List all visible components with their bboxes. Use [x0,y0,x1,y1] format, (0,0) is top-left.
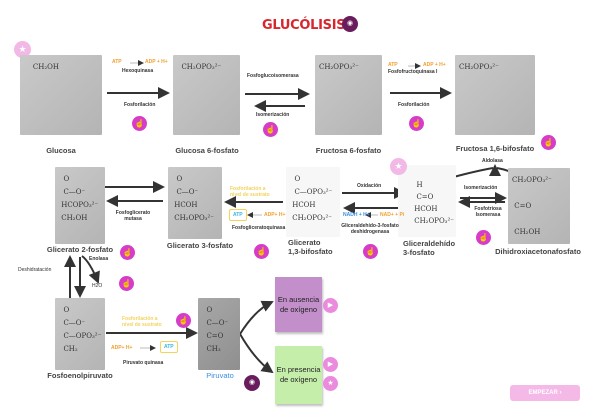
eye-icon[interactable]: ◉ [244,375,260,391]
star-icon[interactable]: ★ [390,158,407,175]
hand-pointer-icon[interactable]: ☝ [541,135,556,150]
enzyme-fosfofructoquinasa: Fosfofructoquinasa I [388,69,438,75]
hand-pointer-icon[interactable]: ☝ [263,122,278,137]
reaction-type: Fosforilación a nivel de sustrato [122,316,162,328]
adp-text: ADP + H+ [145,59,168,65]
reaction-type: Deshidratación [18,267,52,273]
fosfoenol-image: O C—O⁻ C—OPO₃²⁻ CH₂ [55,298,105,370]
fosfoenol-label: Fosfoenolpiruvato [47,371,113,380]
enzyme-fosfotriosa-isomerasa: Fosfotriosa Isomerasa [474,206,502,218]
atp-text: ATP [388,62,398,68]
nad-text: NAD+ + Pi [380,212,405,218]
water-text: H2O [92,283,103,289]
play-icon[interactable]: ▶ [323,357,338,372]
fructosa16-label: Fructosa 1,6-bifosfato [455,144,535,153]
glucosa-image: CH₂OH [20,55,102,135]
reaction-type: Oxidación [357,183,382,189]
gliceraldehido-label: Gliceraldehído 3-fosfato [403,239,456,257]
enzyme-fosfoglucoisomerasa: Fosfoglucoisomerasa [247,73,299,79]
glicerato13-label: Glicerato 1,3-bifosfato [288,238,333,256]
hand-pointer-icon[interactable]: ☝ [363,244,378,259]
anaerobic-note[interactable]: En ausencia de oxígeno [275,277,322,332]
hand-pointer-icon[interactable]: ☝ [176,313,191,328]
nadh-text: NADH + H+ [343,212,370,218]
page-title: GLUCÓLISIS [262,18,346,33]
atp-box: ATP [160,341,178,353]
hand-pointer-icon[interactable]: ☝ [254,244,269,259]
piruvato-image: O C—O⁻ C=O CH₃ [198,298,240,370]
play-icon[interactable]: ▶ [323,298,338,313]
glucosa6f-image: CH₂OPO₃²⁻ [173,55,240,135]
atp-text: ATP [112,59,122,65]
enzyme-fosfoglicerato-mutasa: Fosfoglicerato mutasa [115,210,151,222]
reaction-type: Fosforilación a nivel de sustrato [230,186,270,198]
enzyme-aldolasa: Aldolasa [482,158,503,164]
fructosa16-image: CH₂OPO₃²⁻ [455,55,535,135]
reaction-type: Isomerización [464,185,498,191]
glicerato3-image: O C—O⁻ HCOH CH₂OPO₃²⁻ [168,167,222,239]
glucosa-label: Glucosa [46,146,76,155]
hand-pointer-icon[interactable]: ☝ [132,116,147,131]
dhap-label: Dihidroxiacetonafosfato [495,247,581,256]
fructosa6f-label: Fructosa 6-fosfato [315,146,382,155]
glicerato2-label: Glicerato 2-fosfato [46,245,114,254]
star-icon[interactable]: ★ [14,41,31,58]
glicerato3-label: Glicerato 3-fosfato [166,241,234,250]
hand-pointer-icon[interactable]: ☝ [476,230,491,245]
hand-pointer-icon[interactable]: ☝ [409,116,424,131]
hand-pointer-icon[interactable]: ☝ [119,276,134,291]
glicerato2-image: O C—O⁻ HCOPO₃²⁻ CH₂OH [55,167,105,244]
atp-box: ATP [229,209,247,221]
eye-icon[interactable]: ◉ [342,16,358,32]
reaction-type: Isomerización [256,112,290,118]
fructosa6f-image: CH₂OPO₃²⁻ [315,55,382,135]
aerobic-note[interactable]: En presencia de oxígeno [275,346,322,404]
adp-text: ADP+ H+ [111,345,133,351]
reaction-type: Fosforilación [124,102,156,108]
star-icon[interactable]: ★ [323,376,338,391]
hand-pointer-icon[interactable]: ☝ [120,245,135,260]
start-button[interactable]: EMPEZAR › [510,385,580,401]
enzyme-enolasa: Enolasa [89,256,109,262]
enzyme-piruvato-quinasa: Piruvato quinasa [123,360,164,366]
glucosa6f-label: Glucosa 6-fosfato [175,146,239,155]
dhap-image: CH₂OPO₃²⁻ C=O CH₂OH [508,168,570,244]
enzyme-hexoquinasa: Hexoquinasa [122,68,154,74]
reaction-type: Fosforilación [398,102,430,108]
enzyme-g3p-deshidrogenasa: Gliceraldehído-3-fosfato deshidrogenasa [341,223,399,235]
adp-text: ADP+ H+ [264,212,286,218]
adp-text: ADP + H+ [423,62,446,68]
enzyme-fosfogliceratoquinasa: Fosfogliceratoquinasa [232,225,286,231]
glicerato13-image: O C—OPO₃²⁻ HCOH CH₂OPO₃²⁻ [286,167,340,237]
gliceraldehido-image: H C=O HCOH CH₂OPO₃²⁻ [398,165,456,237]
piruvato-label: Piruvato [206,371,234,380]
